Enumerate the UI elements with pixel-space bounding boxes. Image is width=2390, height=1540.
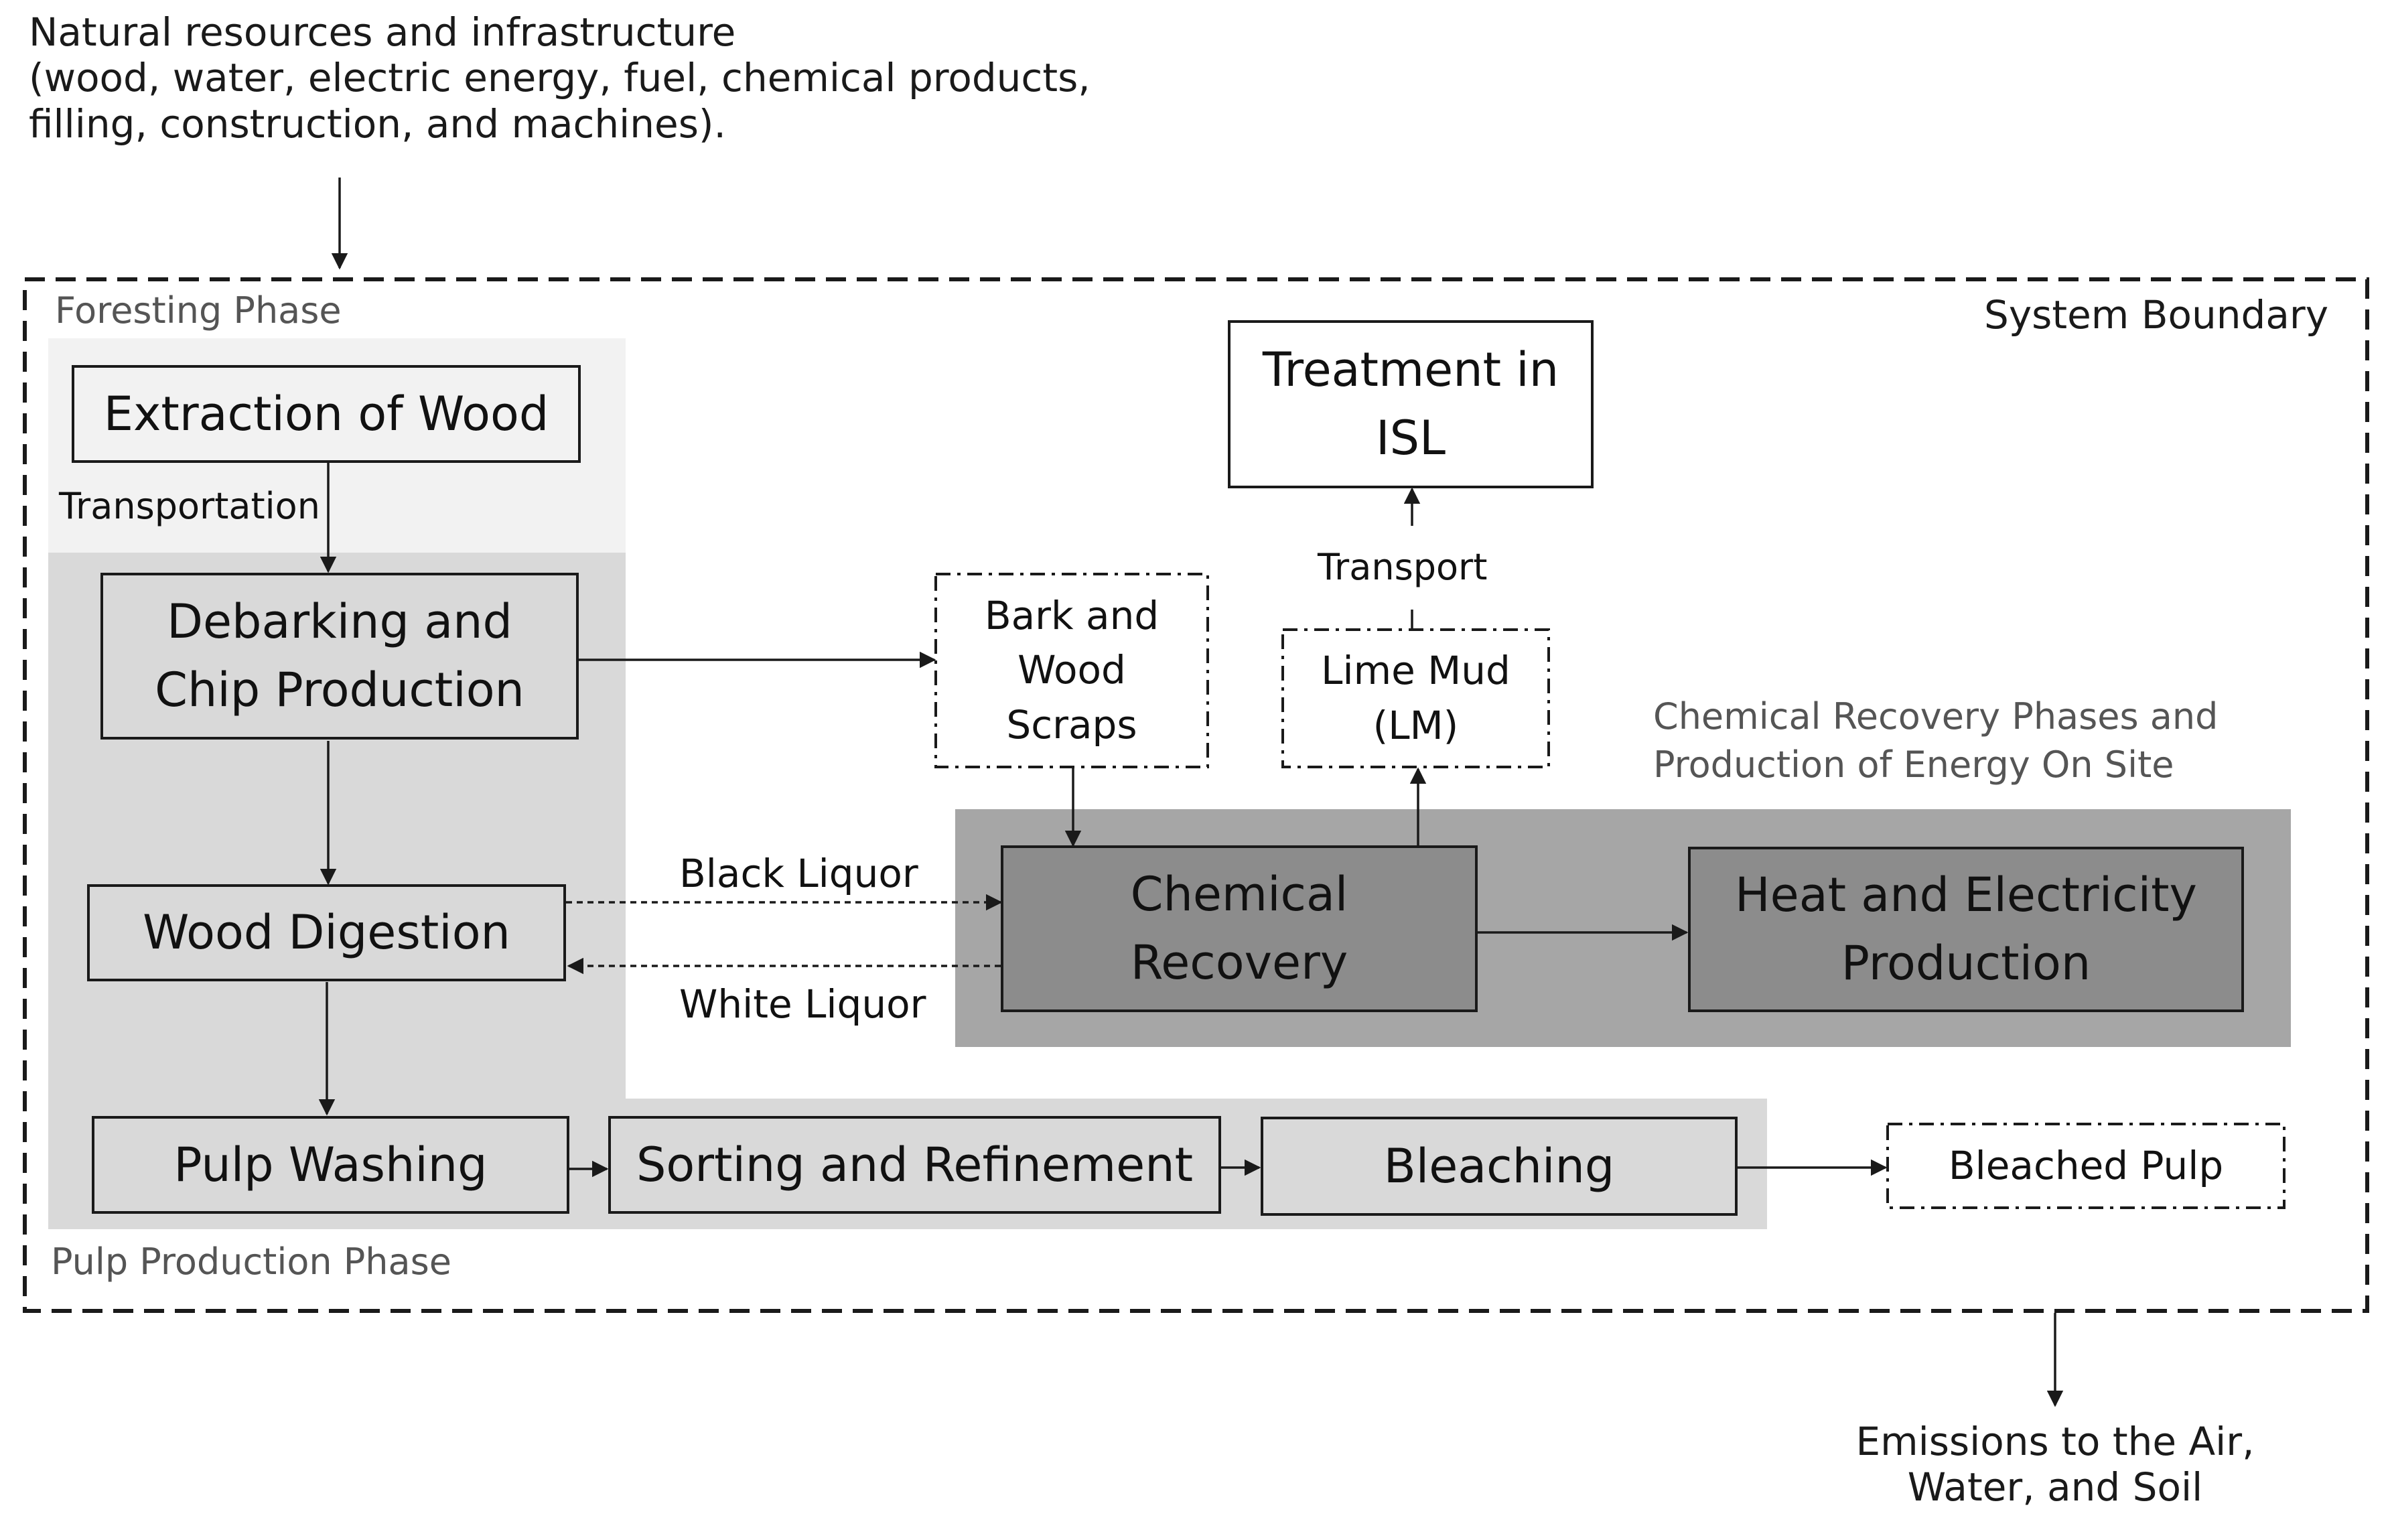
black-liquor-label: Black Liquor xyxy=(679,851,918,896)
wood-digestion-box: Wood Digestion xyxy=(87,884,566,981)
bleached-pulp-box-outline xyxy=(1886,1123,2286,1209)
white-liquor-label: White Liquor xyxy=(679,981,926,1027)
lime-mud-box: Lime Mud (LM) xyxy=(1321,648,1510,748)
sorting-refinement-box: Sorting and Refinement xyxy=(608,1116,1221,1214)
foresting-phase-label: Foresting Phase xyxy=(55,289,342,332)
bleached-pulp-box: Bleached Pulp xyxy=(1948,1142,2224,1188)
debarking-chip-production-box: Debarking and Chip Production xyxy=(100,573,579,740)
lime-mud-box-outline xyxy=(1281,628,1550,768)
pulp-production-phase-label: Pulp Production Phase xyxy=(51,1241,451,1283)
chemical-recovery-box: Chemical Recovery xyxy=(1001,845,1478,1012)
outputs-text: Emissions to the Air, Water, and Soil xyxy=(1855,1419,2255,1511)
bleaching-box: Bleaching xyxy=(1261,1117,1738,1216)
transport-label: Transport xyxy=(1318,546,1488,588)
bark-wood-scraps-box: Bark and Wood Scraps xyxy=(984,593,1159,748)
treatment-in-isl-box: Treatment in ISL xyxy=(1228,320,1594,488)
pulp-washing-box: Pulp Washing xyxy=(92,1116,569,1214)
bark-box-outline xyxy=(934,573,1209,768)
system-boundary xyxy=(23,277,2369,1313)
chemical-recovery-phase-label: Chemical Recovery Phases and Production … xyxy=(1653,695,2219,786)
extraction-of-wood-box: Extraction of Wood xyxy=(72,365,581,463)
transportation-label: Transportation xyxy=(59,485,320,527)
system-boundary-label: System Boundary xyxy=(1984,292,2329,338)
heat-electricity-production-box: Heat and Electricity Production xyxy=(1688,847,2244,1012)
inputs-text: Natural resources and infrastructure (wo… xyxy=(29,9,1091,147)
